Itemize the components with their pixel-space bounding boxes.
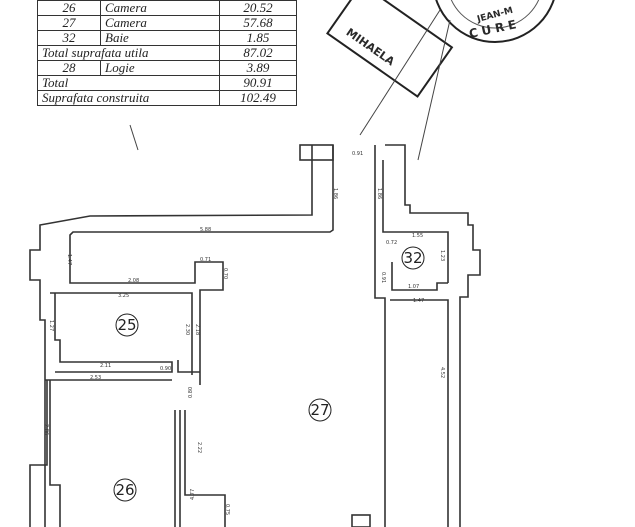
dim-label: 4.77 [190,489,196,500]
room-27: 27 [308,398,332,422]
walls [29,144,481,527]
dimension-labels: 5.88 1.47 2.08 0.71 0.70 3.25 1.27 2.30 … [43,151,445,515]
dim-label: 3.25 [118,293,129,299]
dim-label: 1.27 [48,320,54,331]
dim-label: 0.72 [386,240,397,246]
dim-label: 1.23 [439,250,445,261]
svg-text:32: 32 [403,249,422,267]
dim-label: 2.11 [100,363,111,369]
dim-label: 0.91 [380,272,386,283]
svg-text:26: 26 [115,481,134,499]
room-25: 25 [115,313,139,337]
dim-label: 1.47 [66,254,72,265]
dim-label: 2.53 [90,375,101,381]
dim-label: 4.52 [439,367,445,378]
dim-label: 2.86 [43,424,49,435]
dim-label: 2.18 [194,324,200,335]
dim-label: 0.80 [188,387,194,398]
room-32: 32 [401,246,425,270]
dim-label: 2.08 [128,278,139,284]
room-26: 26 [113,478,137,502]
dim-label: 2.22 [196,442,202,453]
svg-text:27: 27 [310,401,329,419]
dim-label: 2.30 [184,324,190,335]
dim-label: 0.71 [200,257,211,263]
dim-label: 1.47 [413,298,424,304]
dim-label: 0.75 [224,504,230,515]
round-seal: JEAN-M CURE [435,0,555,43]
dim-label: 1.86 [332,188,338,199]
dim-label: 1.07 [408,284,419,290]
dim-label: 1.86 [376,188,382,199]
dim-label: 1.55 [412,233,423,239]
dim-label: 0.90 [160,366,171,372]
dim-label: 5.88 [200,227,211,233]
dim-label: 0.70 [222,268,228,279]
rectangular-stamp: MIHAELA [326,0,454,98]
svg-text:MIHAELA: MIHAELA [344,26,398,69]
dim-label: 0.91 [352,151,363,157]
svg-text:25: 25 [117,316,136,334]
